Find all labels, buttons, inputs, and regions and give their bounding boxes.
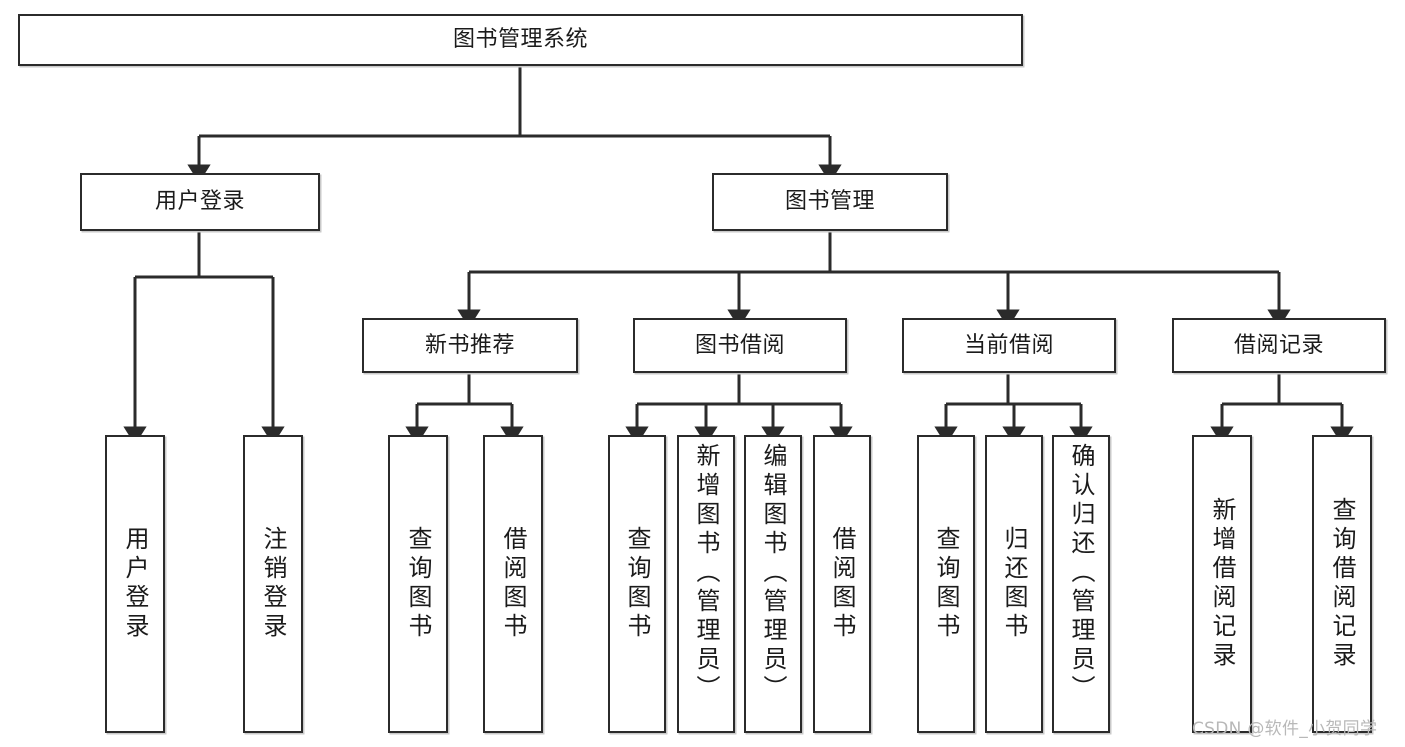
node-root[interactable]: 图书管理系统	[18, 14, 1023, 66]
node-book-borrow[interactable]: 图书借阅	[633, 318, 847, 373]
node-borrow-record-label: 借阅记录	[1233, 332, 1324, 358]
node-leaf-logout-login[interactable]: 注销登录	[243, 435, 303, 733]
node-book-management[interactable]: 图书管理	[712, 173, 948, 231]
node-leaf-query-book-borrow-label: 查询图书	[623, 526, 651, 642]
node-leaf-borrow-book-recommend-label: 借阅图书	[499, 526, 527, 642]
node-leaf-logout-login-label: 注销登录	[259, 526, 287, 642]
node-book-borrow-label: 图书借阅	[694, 332, 785, 358]
node-leaf-borrow-book-label: 借阅图书	[828, 526, 856, 642]
node-leaf-query-book-current[interactable]: 查询图书	[917, 435, 975, 733]
node-current-borrow-label: 当前借阅	[963, 332, 1054, 358]
node-borrow-record[interactable]: 借阅记录	[1172, 318, 1386, 373]
node-leaf-add-borrow-record-label: 新增借阅记录	[1208, 497, 1236, 671]
node-leaf-edit-book-admin-label: 编辑图书（管理员）	[759, 443, 787, 704]
node-leaf-add-book-admin-label: 新增图书（管理员）	[692, 443, 720, 704]
node-new-book-recommend-label: 新书推荐	[424, 332, 515, 358]
node-leaf-query-book-recommend[interactable]: 查询图书	[388, 435, 448, 733]
node-leaf-return-book[interactable]: 归还图书	[985, 435, 1043, 733]
node-leaf-confirm-return-admin[interactable]: 确认归还（管理员）	[1052, 435, 1110, 733]
node-leaf-query-book-current-label: 查询图书	[932, 526, 960, 642]
node-leaf-query-book-recommend-label: 查询图书	[404, 526, 432, 642]
node-user-login-label: 用户登录	[154, 189, 245, 215]
node-leaf-confirm-return-admin-label: 确认归还（管理员）	[1067, 443, 1095, 704]
node-book-management-label: 图书管理	[784, 189, 875, 215]
node-leaf-query-borrow-record[interactable]: 查询借阅记录	[1312, 435, 1372, 733]
node-current-borrow[interactable]: 当前借阅	[902, 318, 1116, 373]
node-user-login[interactable]: 用户登录	[80, 173, 320, 231]
node-leaf-user-login-label: 用户登录	[121, 526, 149, 642]
node-leaf-edit-book-admin[interactable]: 编辑图书（管理员）	[744, 435, 802, 733]
node-leaf-query-book-borrow[interactable]: 查询图书	[608, 435, 666, 733]
node-leaf-return-book-label: 归还图书	[1000, 526, 1028, 642]
node-leaf-borrow-book-recommend[interactable]: 借阅图书	[483, 435, 543, 733]
node-leaf-query-borrow-record-label: 查询借阅记录	[1328, 497, 1356, 671]
node-leaf-add-book-admin[interactable]: 新增图书（管理员）	[677, 435, 735, 733]
node-root-label: 图书管理系统	[452, 27, 588, 53]
node-leaf-borrow-book[interactable]: 借阅图书	[813, 435, 871, 733]
node-new-book-recommend[interactable]: 新书推荐	[362, 318, 578, 373]
node-leaf-user-login[interactable]: 用户登录	[105, 435, 165, 733]
node-leaf-add-borrow-record[interactable]: 新增借阅记录	[1192, 435, 1252, 733]
csdn-watermark: CSDN @软件_小贺同学	[1192, 719, 1378, 739]
